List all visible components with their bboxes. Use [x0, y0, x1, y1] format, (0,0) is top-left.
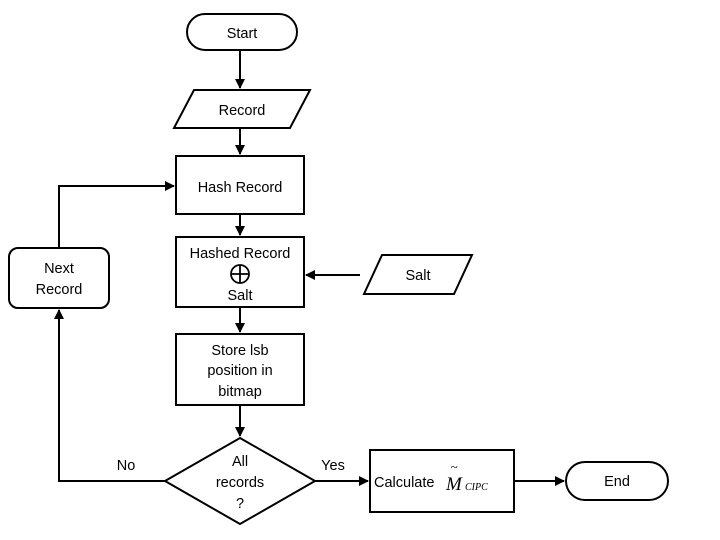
hash-record-label: Hash Record	[198, 180, 283, 196]
decision-label-line2: records	[216, 475, 264, 491]
no-edge-label: No	[117, 458, 136, 474]
next-record-label-line2: Record	[36, 282, 83, 298]
record-input-node: Record	[172, 89, 312, 129]
next-record-node: Next Record	[8, 247, 110, 309]
hashed-record-salt-label: Salt	[228, 288, 253, 304]
end-label: End	[604, 474, 630, 490]
calculate-node: Calculate ~ M CIPC	[369, 449, 515, 513]
calculate-subscript: CIPC	[465, 482, 488, 493]
decision-label-line3: ?	[236, 496, 244, 512]
arrow-next-record-to-hash	[58, 181, 175, 248]
salt-label: Salt	[406, 268, 431, 284]
end-node: End	[565, 461, 669, 501]
decision-node: All records ?	[162, 436, 318, 526]
yes-edge-label: Yes	[321, 458, 345, 474]
hashed-record-label: Hashed Record	[190, 246, 291, 262]
store-label-line1: Store lsb	[211, 343, 268, 359]
decision-label-line1: All	[232, 454, 248, 470]
start-label: Start	[227, 26, 258, 42]
record-label: Record	[219, 103, 266, 119]
store-label-line2: position in	[207, 363, 272, 379]
arrow-decision-to-next-record	[54, 309, 165, 482]
salt-input-node: Salt	[362, 254, 474, 295]
store-label-line3: bitmap	[218, 384, 262, 400]
store-node: Store lsb position in bitmap	[175, 333, 305, 406]
xor-icon	[230, 264, 250, 284]
hash-record-node: Hash Record	[175, 155, 305, 215]
calculate-tilde: ~	[450, 459, 457, 474]
next-record-label-line1: Next	[44, 261, 74, 277]
calculate-symbol: M	[445, 474, 463, 495]
calculate-label: Calculate	[374, 475, 434, 491]
hashed-record-node: Hashed Record Salt	[175, 236, 305, 308]
start-node: Start	[186, 13, 298, 51]
